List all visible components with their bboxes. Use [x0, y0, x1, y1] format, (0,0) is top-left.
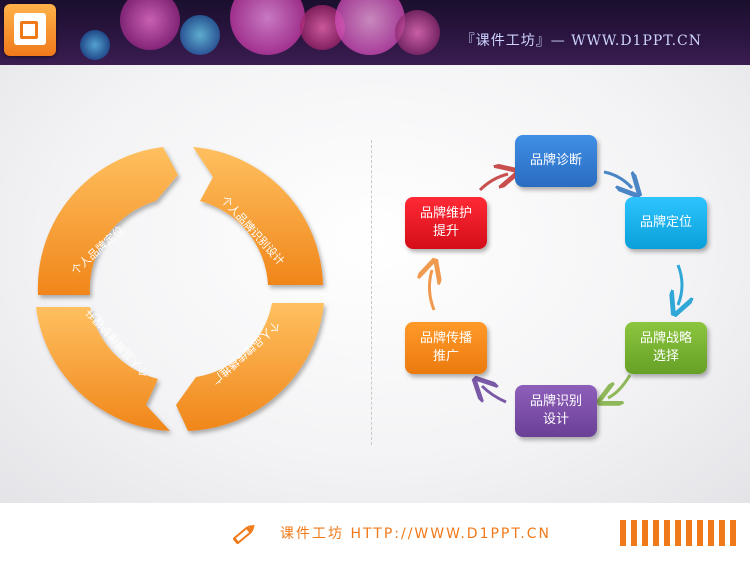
dashed-divider: [371, 140, 372, 445]
node-label: 品牌战略: [639, 331, 692, 346]
header-banner: 『课件工坊』— WWW.D1PPT.CN: [0, 0, 750, 65]
bokeh-light: [395, 10, 440, 55]
bokeh-light: [230, 0, 305, 55]
presentation-logo-icon: [4, 4, 56, 56]
node-label: 品牌定位: [639, 215, 692, 230]
ring-segment-2: [193, 147, 323, 285]
node-label: 品牌维护: [419, 206, 472, 221]
header-title: 『课件工坊』— WWW.D1PPT.CN: [460, 33, 702, 49]
arrow-position-to-strategy: [678, 264, 682, 305]
pencil-icon: [233, 525, 255, 544]
node-brand-promotion: 品牌传播推广: [405, 322, 487, 374]
node-brand-strategy: 品牌战略选择: [625, 322, 707, 374]
bokeh-light: [120, 0, 180, 50]
footer-url-text: 课件工坊 HTTP://WWW.D1PPT.CN: [280, 526, 551, 542]
node-label: 品牌传播: [419, 331, 472, 346]
ring-segment-3: [176, 303, 324, 431]
node-label: 品牌识别: [529, 394, 582, 409]
node-label-2: 提升: [432, 224, 459, 239]
brand-cycle-ring: 个人品牌定位 个人品牌识别设计 个人品牌传播推广 个人品牌维护提升: [36, 147, 324, 431]
arrow-promote-to-maintain: [429, 270, 434, 311]
node-brand-maintenance: 品牌维护提升: [405, 197, 487, 249]
node-brand-diagnosis: 品牌诊断: [515, 135, 597, 187]
cycle-arrows: [380, 130, 750, 460]
node-label: 品牌诊断: [529, 153, 582, 168]
node-label-2: 设计: [542, 412, 569, 427]
bokeh-light: [335, 0, 405, 55]
arrow-diagnose-to-position: [603, 170, 632, 188]
ring-segment-1: [37, 147, 178, 295]
node-brand-positioning: 品牌定位: [625, 197, 707, 249]
node-label-2: 推广: [432, 349, 459, 364]
bokeh-light: [80, 30, 110, 60]
arrow-identity-to-promote: [482, 386, 507, 404]
node-label-2: 选择: [652, 349, 679, 364]
footer-stripes: [620, 520, 736, 546]
ring-segment-4: [36, 307, 170, 431]
node-brand-identity: 品牌识别设计: [515, 385, 597, 437]
bokeh-light: [180, 15, 220, 55]
arrow-strategy-to-identity: [608, 374, 632, 398]
arrow-maintain-to-diagnose: [478, 174, 508, 192]
content-panel: [0, 65, 750, 503]
